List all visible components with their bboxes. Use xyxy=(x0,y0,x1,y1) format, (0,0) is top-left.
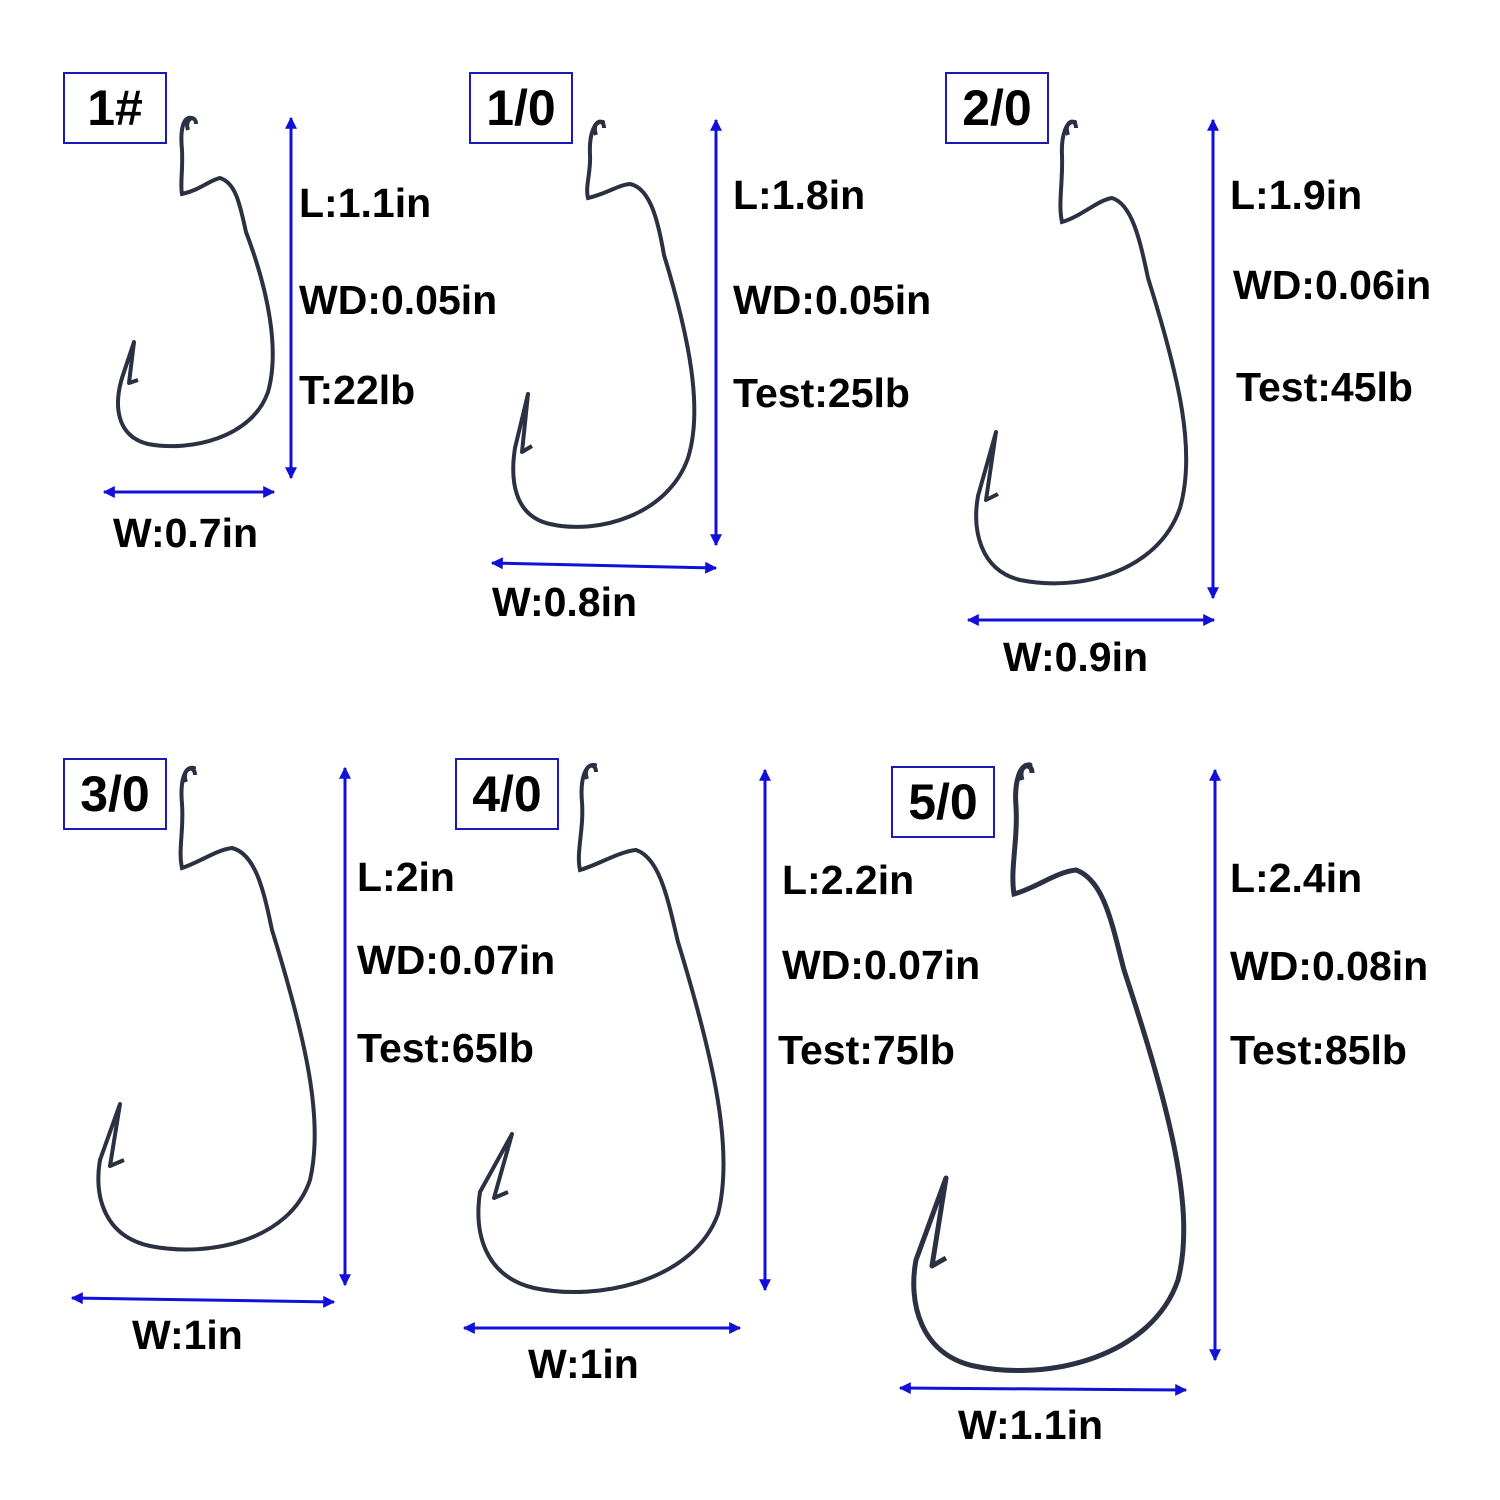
size-tag-6: 5/0 xyxy=(891,766,995,838)
width-label-2: W:0.8in xyxy=(492,579,638,625)
test-label-2: Test:25lb xyxy=(733,370,910,416)
hook-1-wire xyxy=(116,115,275,449)
size-tag-5: 4/0 xyxy=(455,758,559,830)
wire-diameter-label-1: WD:0.05in xyxy=(299,277,498,323)
length-label-2: L:1.8in xyxy=(733,172,866,218)
length-label-4: L:2in xyxy=(357,854,455,900)
hook-2-drawing xyxy=(490,118,722,574)
hook-3-drawing xyxy=(966,118,1219,626)
wire-diameter-label-4: WD:0.07in xyxy=(357,937,556,983)
hook-1-drawing xyxy=(102,115,297,498)
hook-6-drawing xyxy=(898,762,1221,1396)
hook-1-barb xyxy=(120,340,139,385)
width-label-4: W:1in xyxy=(132,1312,243,1358)
wire-diameter-label-2: WD:0.05in xyxy=(733,277,932,323)
hook-5-drawing xyxy=(462,762,771,1334)
size-tag-1: 1# xyxy=(63,72,167,144)
size-tag-2: 1/0 xyxy=(469,72,573,144)
width-label-5: W:1in xyxy=(528,1341,639,1387)
test-label-3: Test:45lb xyxy=(1236,364,1413,410)
length-label-6: L:2.4in xyxy=(1230,855,1363,901)
width-label-3: W:0.9in xyxy=(1003,634,1149,680)
test-label-1: T:22lb xyxy=(299,367,416,413)
wire-diameter-label-5: WD:0.07in xyxy=(782,942,981,988)
width-label-1: W:0.7in xyxy=(113,510,259,556)
hook-1-eye xyxy=(185,116,198,131)
length-label-1: L:1.1in xyxy=(299,180,432,226)
wire-diameter-label-6: WD:0.08in xyxy=(1230,943,1429,989)
test-label-6: Test:85lb xyxy=(1230,1027,1407,1073)
size-tag-4: 3/0 xyxy=(63,758,167,830)
size-tag-3: 2/0 xyxy=(945,72,1049,144)
length-label-3: L:1.9in xyxy=(1230,172,1363,218)
wire-diameter-label-3: WD:0.06in xyxy=(1233,262,1432,308)
width-label-6: W:1.1in xyxy=(958,1402,1104,1448)
hook-4-drawing xyxy=(70,765,351,1308)
length-label-5: L:2.2in xyxy=(782,857,915,903)
test-label-5: Test:75lb xyxy=(778,1027,955,1073)
test-label-4: Test:65lb xyxy=(357,1025,534,1071)
